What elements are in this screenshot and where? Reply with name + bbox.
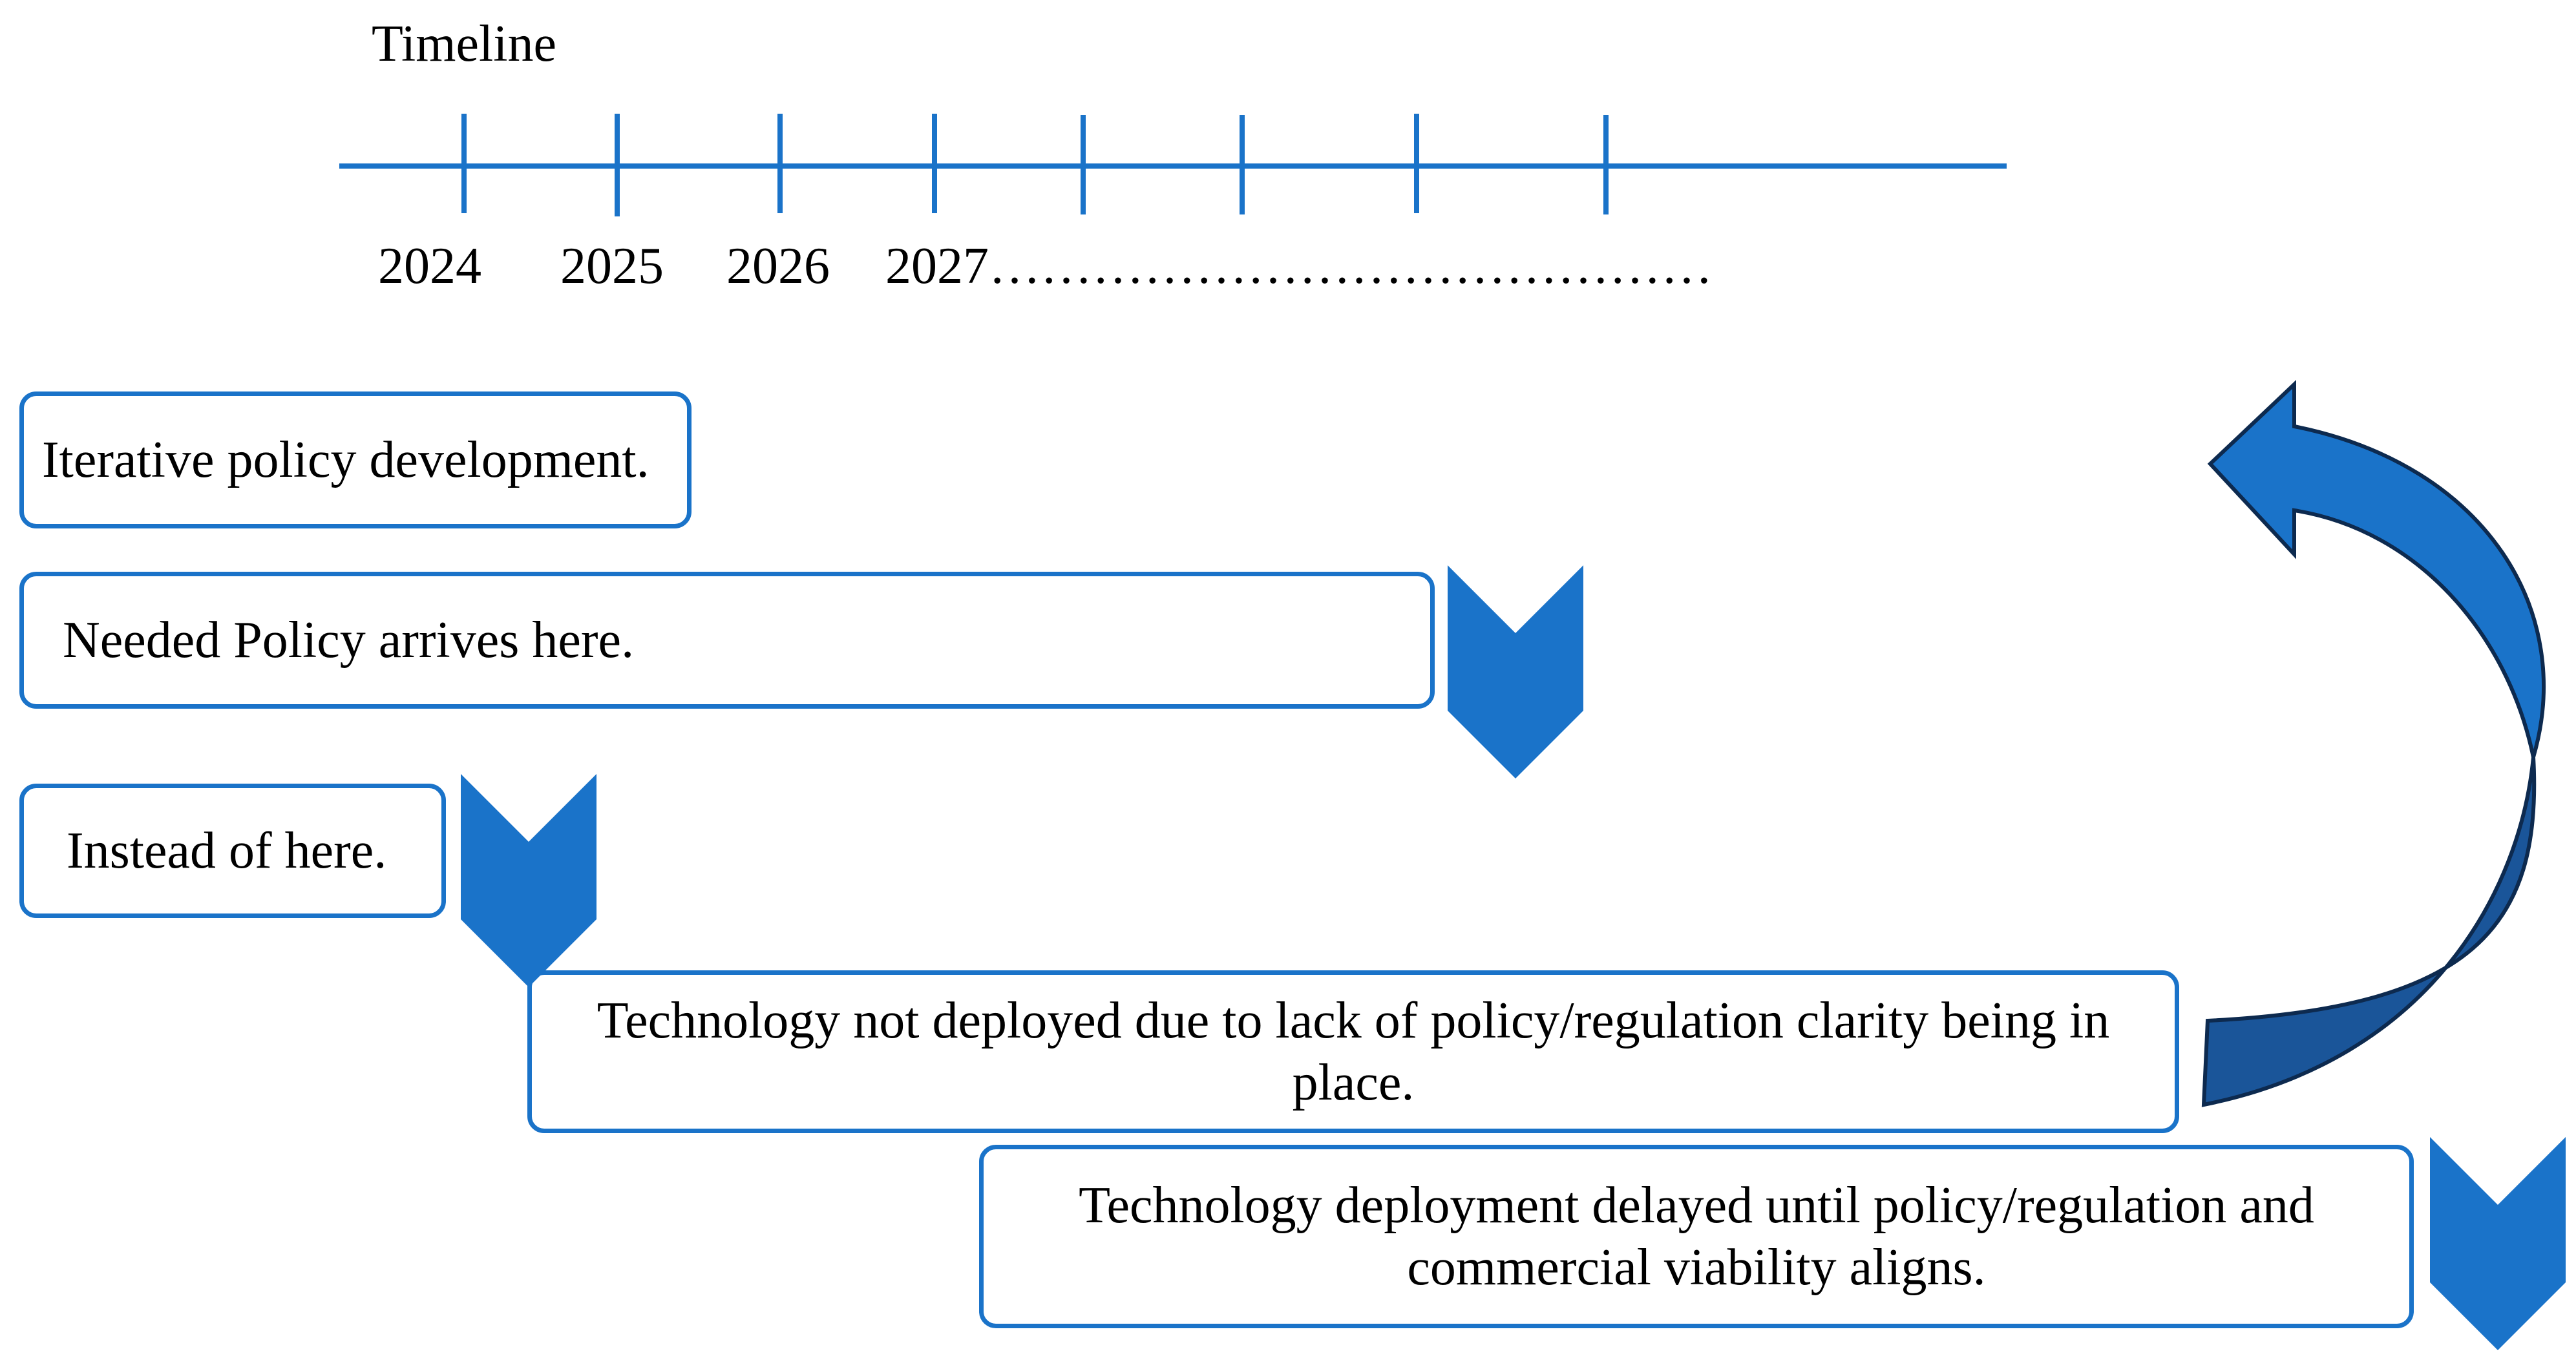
box-technology-delayed-text: Technology deployment delayed until poli… xyxy=(1079,1177,2314,1296)
box-iterative-policy: Iterative policy development. xyxy=(19,391,692,528)
curved-arrow-shadow xyxy=(2201,757,2537,1107)
box-needed-policy-text: Needed Policy arrives here. xyxy=(63,612,635,669)
timeline-axis xyxy=(339,114,2007,216)
year-label-2027: 2027…………………………………… xyxy=(885,238,1713,295)
box-technology-not-deployed: Technology not deployed due to lack of p… xyxy=(527,970,2179,1133)
year-label-2025: 2025 xyxy=(560,238,664,295)
chevron-down-icon xyxy=(2430,1137,2566,1350)
box-instead-of-here-text: Instead of here. xyxy=(67,822,387,879)
year-label-2026: 2026 xyxy=(726,238,830,295)
box-needed-policy: Needed Policy arrives here. xyxy=(19,572,1435,709)
curved-arrow-head xyxy=(2207,380,2546,758)
box-technology-delayed: Technology deployment delayed until poli… xyxy=(979,1145,2414,1328)
chevron-down-icon xyxy=(1448,565,1583,778)
chevron-down-icon xyxy=(461,774,596,987)
timeline-title: Timeline xyxy=(372,16,556,72)
year-label-2024: 2024 xyxy=(378,238,481,295)
box-instead-of-here: Instead of here. xyxy=(19,784,446,918)
box-iterative-policy-text: Iterative policy development. xyxy=(42,432,649,488)
box-technology-not-deployed-text: Technology not deployed due to lack of p… xyxy=(596,992,2110,1111)
